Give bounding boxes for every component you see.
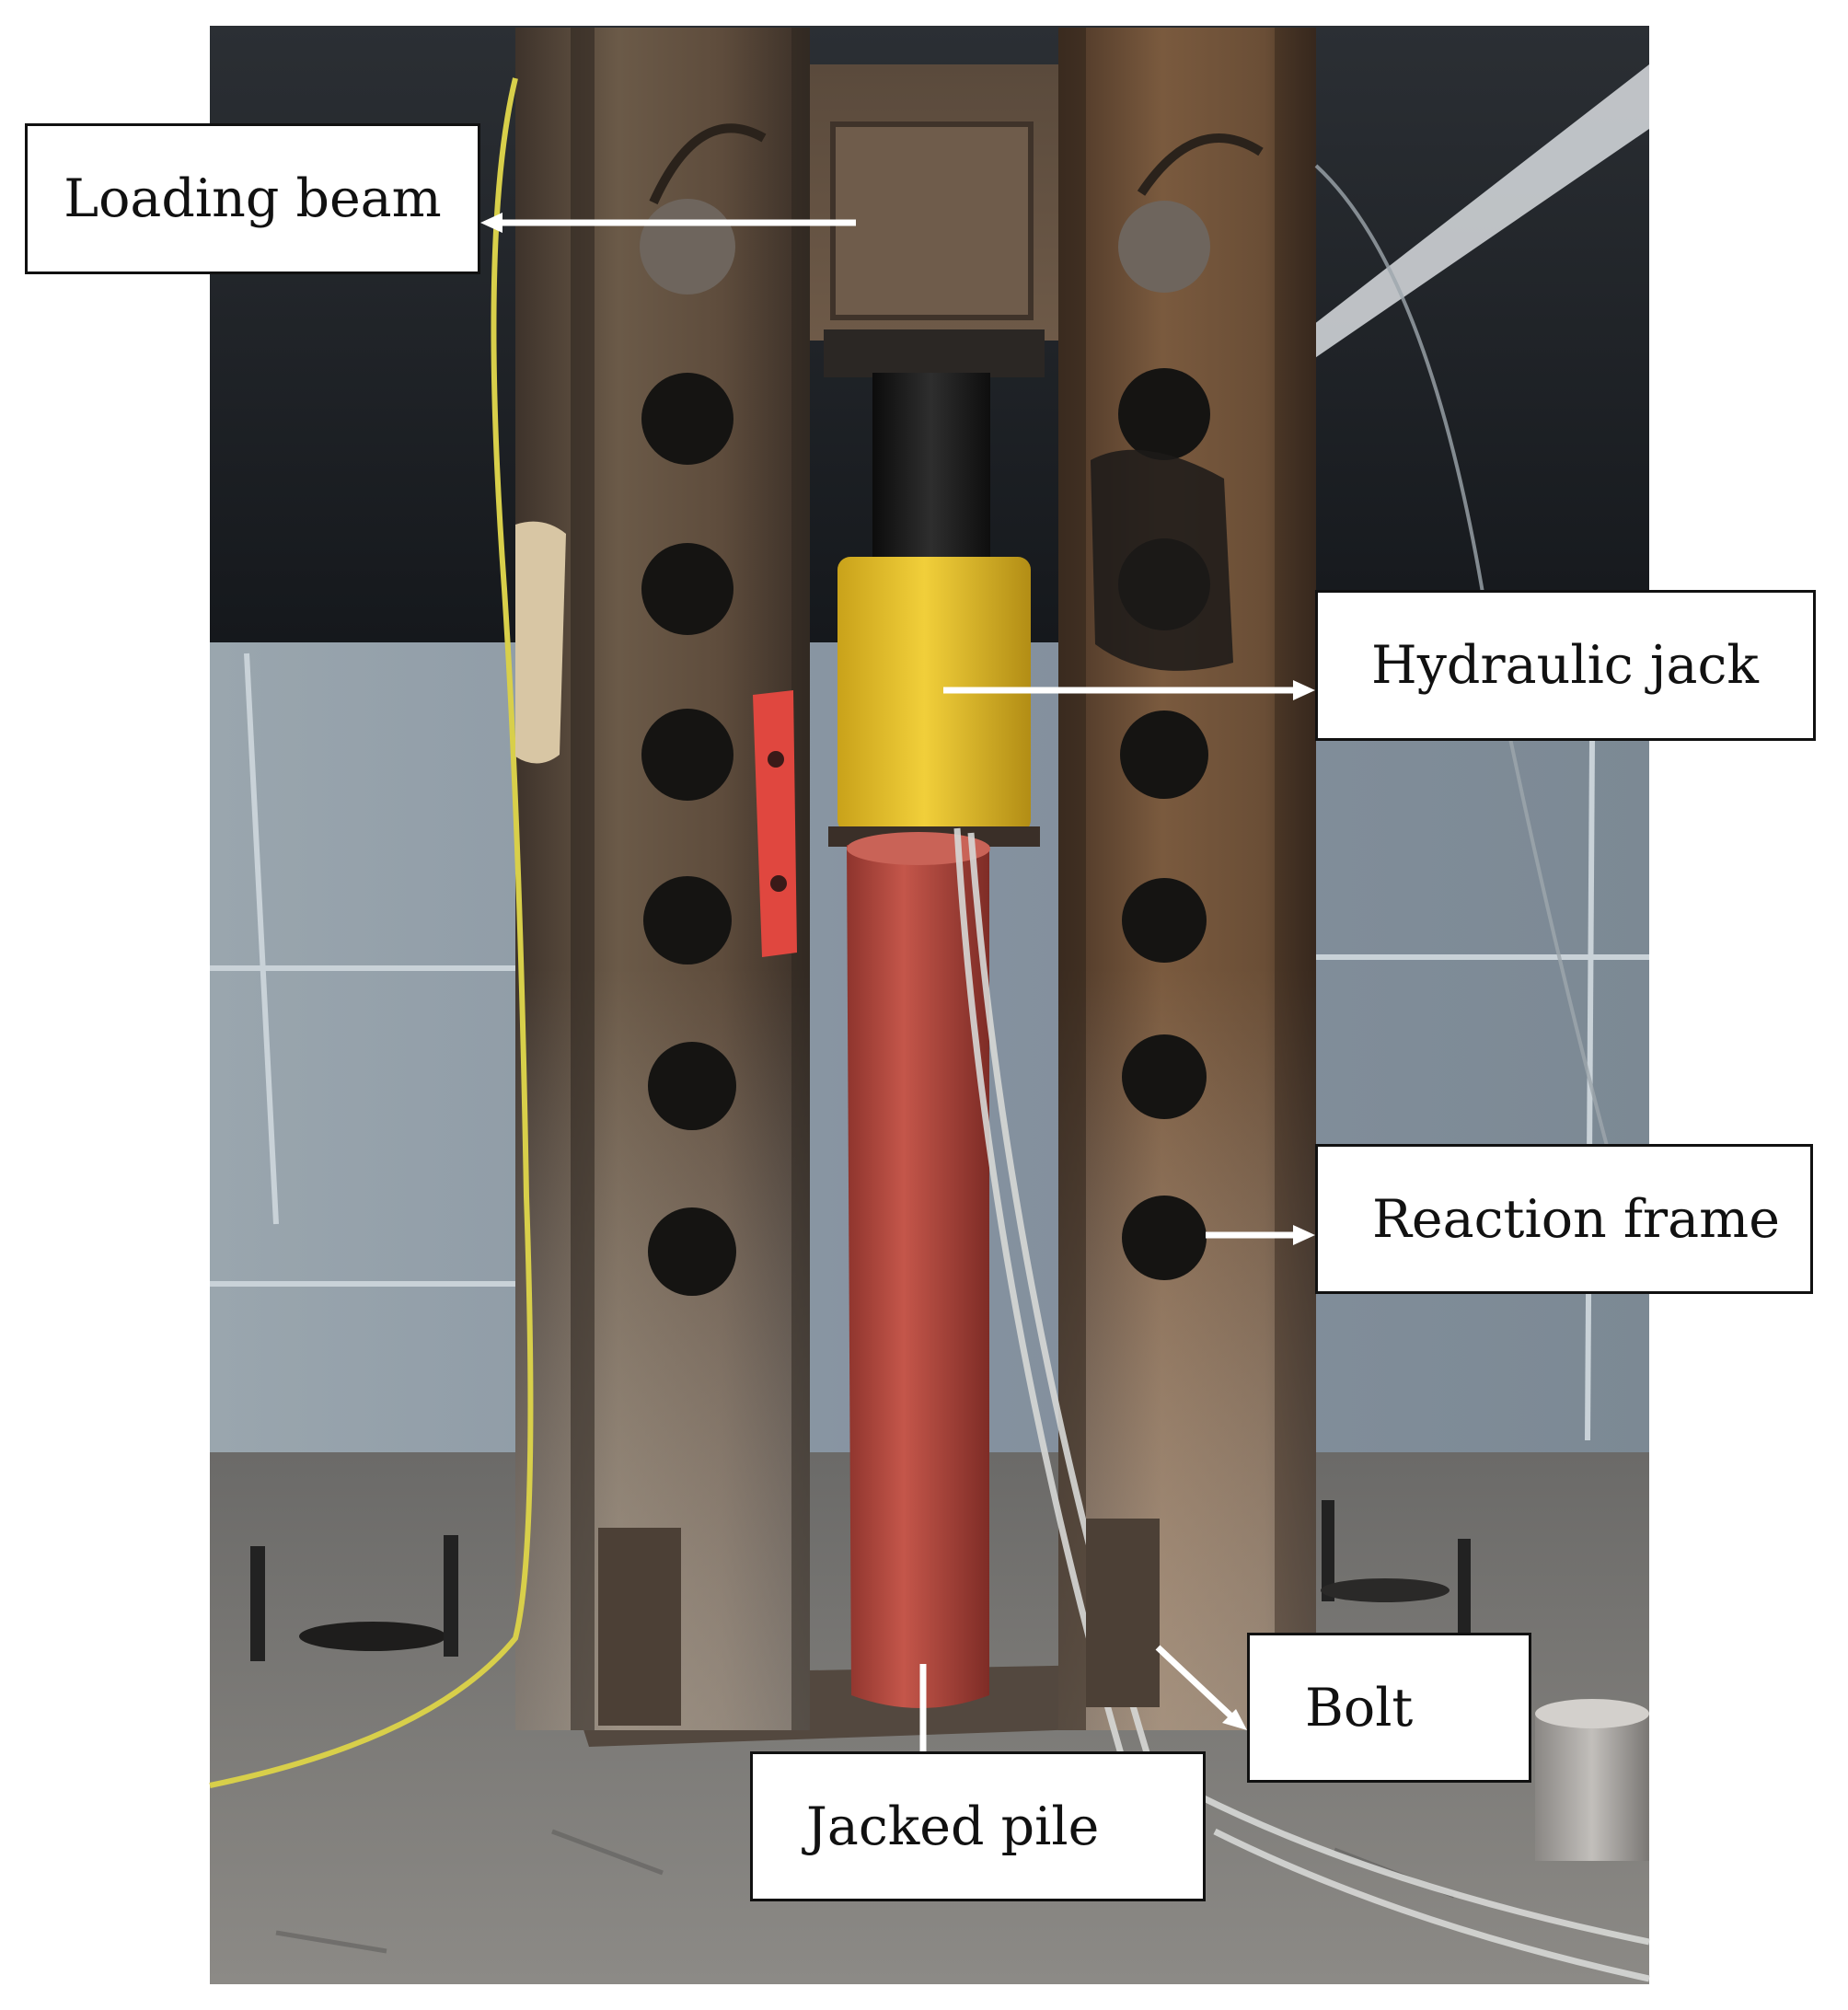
arrowhead-reaction-frame [1293, 1225, 1315, 1245]
label-reaction-frame-text: Reaction frame [1372, 1188, 1780, 1250]
loading-beam-web [830, 121, 1034, 320]
bracket-hole-1 [768, 751, 784, 768]
label-hydraulic-jack: Hydraulic jack [1315, 590, 1816, 741]
label-jacked-pile: Jacked pile [750, 1751, 1206, 1901]
pile-top [847, 832, 990, 865]
jack-ram [872, 373, 990, 571]
label-loading-beam: Loading beam [25, 123, 480, 274]
arrow-bolt [1155, 1645, 1234, 1719]
label-jacked-pile-text: Jacked pile [806, 1796, 1100, 1857]
floor-anchor-bolts [250, 1500, 1471, 1661]
label-loading-beam-text: Loading beam [64, 168, 442, 229]
steel-can [1535, 1714, 1649, 1861]
cable-bundle-right [1091, 449, 1233, 671]
annotation-arrows [480, 213, 1315, 1751]
jack-top-plate [824, 329, 1045, 377]
arrowhead-loading-beam [480, 213, 502, 233]
yellow-cable [209, 77, 534, 1788]
label-bolt: Bolt [1247, 1633, 1531, 1783]
steel-can-top [1535, 1699, 1649, 1728]
left-base-gusset [598, 1528, 681, 1726]
right-base-gusset [1086, 1519, 1160, 1707]
arrowhead-hydraulic-jack [1293, 680, 1315, 700]
jacked-pile [847, 845, 989, 1708]
ceiling-light [1293, 64, 1649, 364]
label-reaction-frame: Reaction frame [1315, 1144, 1813, 1294]
label-bolt-text: Bolt [1305, 1677, 1414, 1739]
bracket-hole-2 [770, 875, 787, 892]
hydraulic-jack-body [837, 557, 1031, 833]
reaction-frame-right-column [1058, 28, 1316, 1730]
label-hydraulic-jack-text: Hydraulic jack [1371, 635, 1759, 696]
red-bracket [753, 690, 797, 957]
hanging-bag [515, 521, 566, 764]
top-pin-lugs [649, 123, 1264, 205]
arrowhead-bolt [1222, 1709, 1247, 1730]
